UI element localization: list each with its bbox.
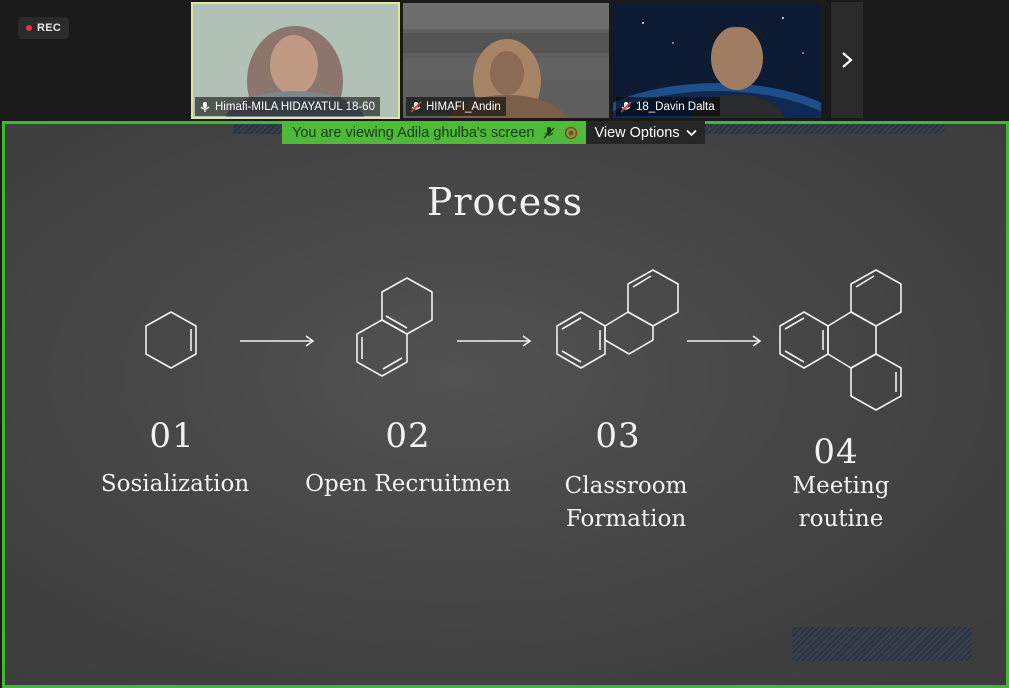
record-dot-icon <box>26 25 32 31</box>
step-label-04-line1: Meeting <box>792 473 890 499</box>
participant-tile-3[interactable]: 18_Davin Dalta <box>613 3 821 118</box>
step-label-01: Sosialization <box>100 471 250 497</box>
participant-name-tag-1: Himafi-MILA HIDAYATUL 18-60 <box>195 97 380 116</box>
participant-name: HIMAFI_Andin <box>426 100 501 113</box>
step-number-03: 03 <box>595 416 641 456</box>
participant-name: Himafi-MILA HIDAYATUL 18-60 <box>215 100 375 113</box>
mic-muted-icon <box>620 100 632 113</box>
arrow-3-icon <box>687 335 762 347</box>
participant-name-tag-2: HIMAFI_Andin <box>406 97 506 116</box>
mic-muted-icon <box>410 100 422 113</box>
view-options-button[interactable]: View Options <box>586 121 705 144</box>
slide-decor-bottom <box>792 627 972 661</box>
slide-chalkboard <box>5 124 1006 685</box>
recording-label: REC <box>37 22 62 34</box>
stop-share-icon[interactable] <box>564 126 578 140</box>
share-banner: You are viewing Adila ghulba's screen Vi… <box>282 121 705 144</box>
participant-name-tag-3: 18_Davin Dalta <box>616 97 720 116</box>
step-label-02: Open Recruitmen <box>305 471 511 497</box>
step-label-04-line2: routine <box>798 506 884 532</box>
molecule-2-icon <box>356 277 433 377</box>
next-participants-button[interactable] <box>831 2 863 118</box>
slide-title: Process <box>426 180 584 224</box>
view-options-label: View Options <box>594 124 680 141</box>
participant-tile-2[interactable]: HIMAFI_Andin <box>403 3 609 118</box>
chevron-down-icon <box>685 129 697 136</box>
step-number-02: 02 <box>385 416 431 456</box>
recording-indicator[interactable]: REC <box>18 17 70 39</box>
share-status: You are viewing Adila ghulba's screen <box>282 121 587 144</box>
mic-pin-icon <box>200 101 210 112</box>
chevron-right-icon <box>842 52 853 68</box>
step-label-03-line1: Classroom <box>564 473 688 499</box>
step-label-03-line2: Formation <box>565 506 687 532</box>
step-number-04: 04 <box>813 432 859 472</box>
molecule-3-icon <box>556 269 679 369</box>
arrow-2-icon <box>457 335 532 347</box>
share-status-text: You are viewing Adila ghulba's screen <box>292 124 535 141</box>
participant-tile-1[interactable]: Himafi-MILA HIDAYATUL 18-60 <box>191 2 400 119</box>
participant-name: 18_Davin Dalta <box>636 100 715 113</box>
molecule-1-icon <box>145 311 197 369</box>
mic-icon <box>543 126 555 138</box>
arrow-1-icon <box>240 335 315 347</box>
shared-screen <box>2 121 1009 688</box>
step-number-01: 01 <box>149 416 195 456</box>
molecule-4-icon <box>779 269 902 411</box>
